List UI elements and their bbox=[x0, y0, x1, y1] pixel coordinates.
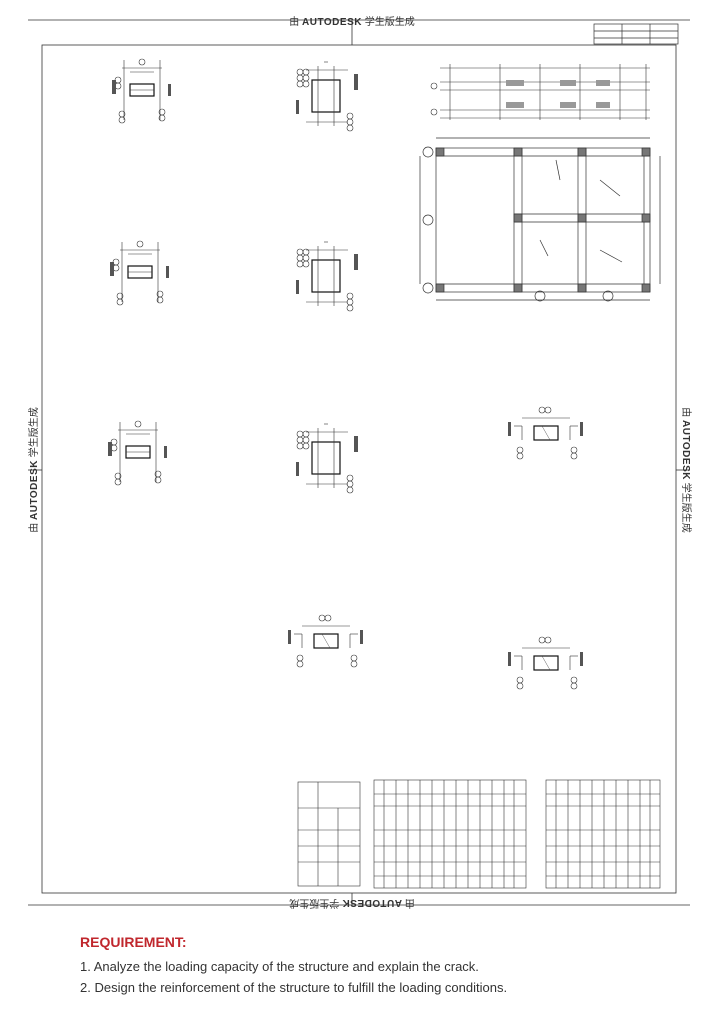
title-block bbox=[593, 23, 679, 45]
requirement-section: REQUIREMENT: 1. Analyze the loading capa… bbox=[80, 934, 700, 998]
section-detail-2 bbox=[109, 240, 170, 306]
beam-section-1 bbox=[287, 614, 364, 668]
floor-plan bbox=[419, 137, 661, 302]
watermark-bottom: 由 AUTODESK 学生版生成 bbox=[289, 897, 415, 910]
beam-section-3 bbox=[507, 636, 584, 690]
requirement-item-1: 1. Analyze the loading capacity of the s… bbox=[80, 959, 479, 974]
schedule-table-3 bbox=[545, 779, 661, 889]
section-detail-3 bbox=[107, 420, 168, 486]
watermark-left: 由 AUTODESK 学生版生成 bbox=[27, 407, 40, 533]
elevation-strip bbox=[430, 64, 650, 120]
svg-text:由 AUTODESK 学生版生成: 由 AUTODESK 学生版生成 bbox=[289, 15, 415, 28]
svg-text:由 AUTODESK 学生版生成: 由 AUTODESK 学生版生成 bbox=[289, 897, 415, 910]
watermark-top: 由 AUTODESK 学生版生成 bbox=[289, 15, 415, 28]
section-detail-1 bbox=[111, 58, 172, 124]
column-section-1 bbox=[295, 61, 359, 132]
requirement-item-2: 2. Design the reinforcement of the struc… bbox=[80, 980, 508, 995]
svg-text:由 AUTODESK 学生版生成: 由 AUTODESK 学生版生成 bbox=[27, 407, 40, 533]
column-section-2 bbox=[295, 241, 359, 312]
watermark-right: 由 AUTODESK 学生版生成 bbox=[680, 407, 693, 533]
svg-text:由 AUTODESK 学生版生成: 由 AUTODESK 学生版生成 bbox=[680, 407, 693, 533]
drawing-frame bbox=[28, 19, 690, 906]
schedule-table-2 bbox=[373, 779, 527, 889]
cad-drawing-sheet: 由 AUTODESK 学生版生成 由 AUTODESK 学生版生成 由 AUTO… bbox=[27, 15, 693, 910]
beam-section-2 bbox=[507, 406, 584, 460]
schedule-table-1 bbox=[297, 781, 361, 887]
requirement-title: REQUIREMENT: bbox=[80, 934, 187, 950]
column-section-3 bbox=[295, 423, 359, 494]
